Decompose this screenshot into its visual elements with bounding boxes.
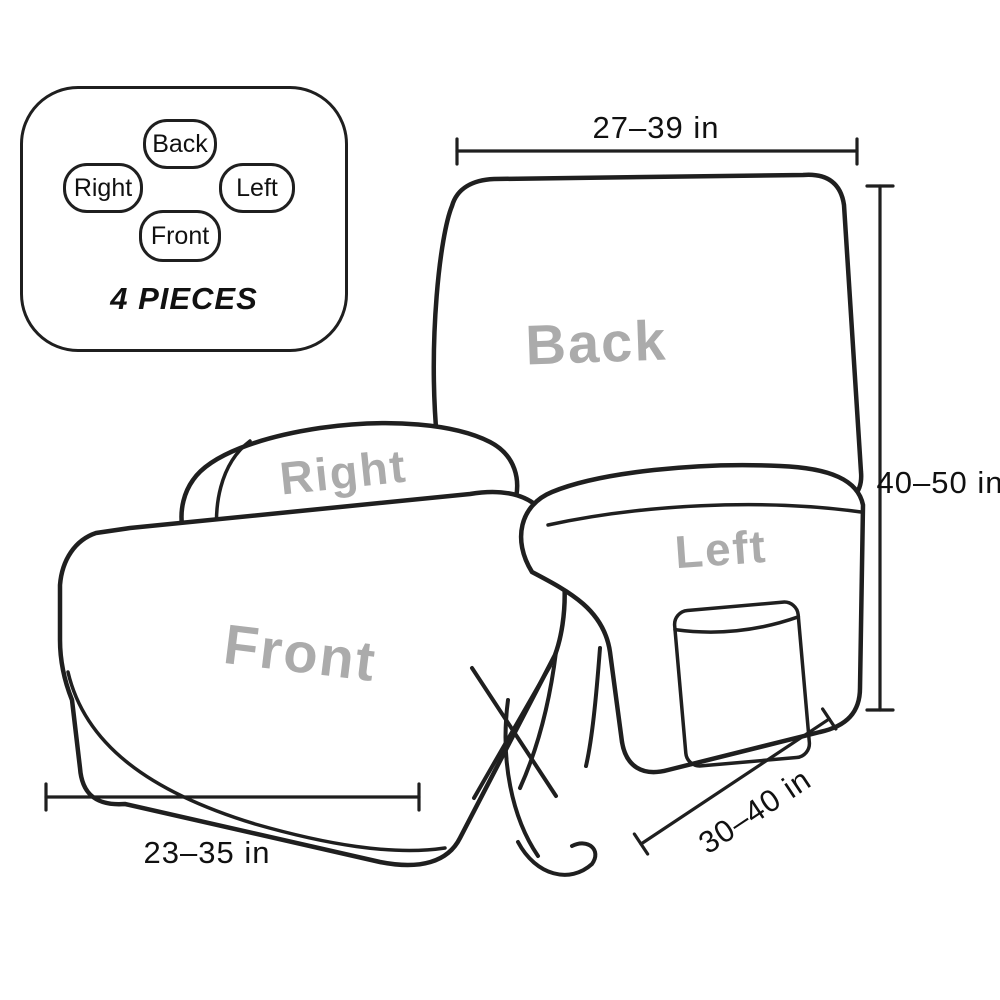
dimension-depth-tick-start bbox=[632, 832, 650, 856]
dimension-depth-label: 30–40 in bbox=[692, 761, 817, 860]
chair-side-pocket-opening bbox=[673, 615, 801, 634]
dimension-side-height: 40–50 in bbox=[865, 184, 1000, 712]
chair-left-arm-top-line bbox=[546, 502, 863, 527]
chair-footrest-edge-line bbox=[66, 670, 447, 853]
chair-mechanism-bar-4 bbox=[584, 646, 602, 768]
chair-left-arm-outline bbox=[518, 462, 866, 775]
chair-side-pocket-outline bbox=[672, 600, 812, 768]
legend-pill-front: Front bbox=[139, 210, 221, 262]
dimension-depth-tick-end bbox=[820, 707, 838, 731]
dimension-side-height-label: 40–50 in bbox=[877, 465, 1000, 500]
dimension-footrest-label: 23–35 in bbox=[144, 835, 271, 870]
chair-mechanism-seat-edge bbox=[518, 650, 558, 790]
pieces-count-label: 4 PIECES bbox=[110, 281, 258, 316]
chair-left-label: Left bbox=[673, 520, 769, 578]
chair-mechanism-bar-2 bbox=[472, 664, 552, 800]
chair-mechanism-foot bbox=[516, 840, 598, 877]
legend-pill-left: Left bbox=[219, 163, 295, 213]
chair-side-pocket bbox=[672, 600, 812, 768]
dimension-top-width-label: 27–39 in bbox=[593, 110, 720, 145]
dimension-depth-line bbox=[639, 717, 831, 846]
dimension-top-width: 27–39 in bbox=[455, 110, 859, 166]
dimension-footrest: 23–35 in bbox=[44, 782, 421, 870]
legend-pill-back: Back bbox=[143, 119, 217, 169]
pieces-legend: Back Right Left Front 4 PIECES bbox=[20, 86, 348, 352]
chair-back-label: Back bbox=[524, 309, 668, 377]
chair-mechanism-bar-3 bbox=[503, 698, 540, 858]
legend-pill-right: Right bbox=[63, 163, 143, 213]
